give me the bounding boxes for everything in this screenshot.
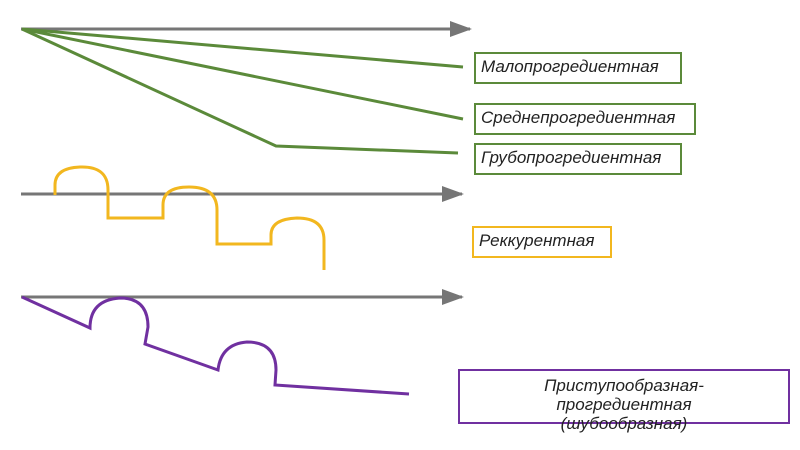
shift-like-label: Приступообразная-прогредиентная (шубообр…	[458, 369, 790, 433]
high-progressive-line	[21, 27, 459, 155]
high-progressive-label: Грубопрогредиентная	[474, 143, 682, 175]
recurrent-line	[53, 165, 326, 270]
arrow-right-icon	[442, 186, 464, 202]
shift-like-text: Приступообразная-прогредиентная (шубообр…	[544, 376, 704, 433]
arrow-right-icon	[450, 21, 472, 37]
low-progressive-label: Малопрогредиентная	[474, 52, 682, 84]
recurrent-text: Реккурентная	[479, 231, 595, 250]
high-progressive-text: Грубопрогредиентная	[481, 148, 662, 167]
low-progressive-text: Малопрогредиентная	[481, 57, 659, 76]
medium-progressive-label: Среднепрогредиентная	[474, 103, 696, 135]
arrow-right-icon	[442, 289, 464, 305]
medium-progressive-line	[21, 27, 464, 121]
recurrent-label: Реккурентная	[472, 226, 612, 258]
low-progressive-line	[21, 27, 464, 69]
shift-like-line	[21, 295, 410, 396]
medium-progressive-text: Среднепрогредиентная	[481, 108, 676, 127]
